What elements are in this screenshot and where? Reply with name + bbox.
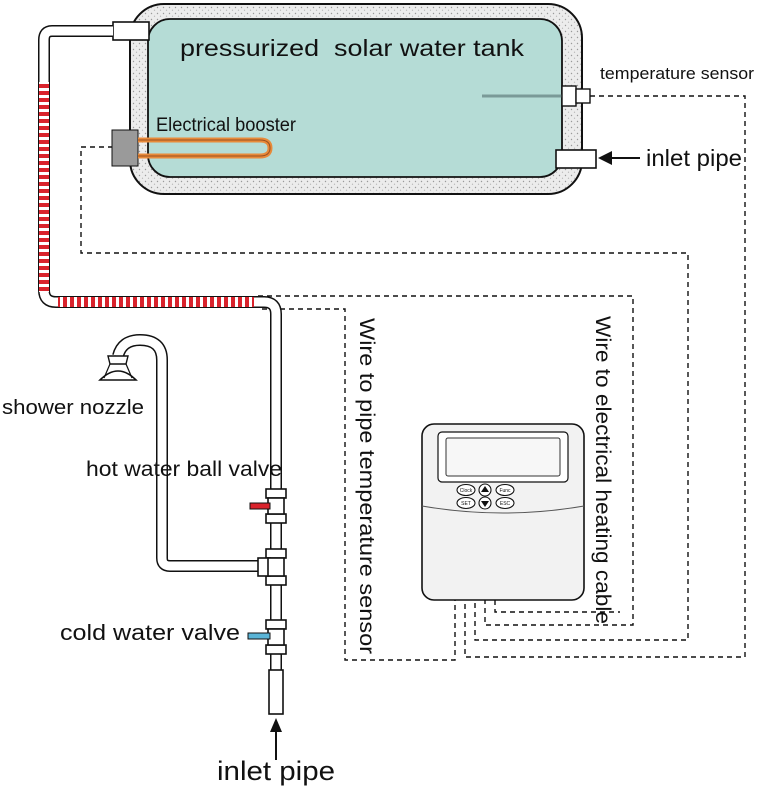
cold-valve-handle[interactable] [247,632,271,640]
heating-cable-horizontal [58,297,254,307]
piping [38,25,284,715]
up-arrow-icon [481,486,489,492]
inlet-arrow-top-icon [598,151,640,165]
esc-button[interactable] [495,496,515,510]
inlet-pipe-bottom-label: inlet pipe [217,756,335,786]
shower-nozzle-icon[interactable] [98,355,138,381]
down-arrow-icon [481,501,489,507]
cold-water-valve-label: cold water valve [60,620,240,645]
temperature-sensor-fitting [561,85,577,107]
wire-pipe-sensor-label: Wire to pipe temperature sensor [355,318,378,654]
temperature-sensor-label: temperature sensor [600,64,754,83]
electrical-booster-label: Electrical booster [156,115,297,136]
heating-cable-vertical [39,82,49,292]
solar-water-tank[interactable] [111,3,597,195]
inlet-arrow-bottom-icon [270,718,282,760]
tank-title: pressurized solar water tank [180,35,525,61]
func-button-label: Func [499,488,511,494]
wire-heating-cable-2 [494,600,620,613]
control-wires [80,95,746,661]
hot-water-ball-valve-label: hot water ball valve [86,458,282,481]
func-button[interactable] [495,483,515,497]
shower-nozzle-label: shower nozzle [2,397,144,419]
hot-water-ball-valve[interactable] [249,488,287,524]
esc-button-label: ESC [500,501,511,507]
wire-temperature-sensor [464,95,746,658]
wire-heating-cable [258,295,634,626]
clock-button[interactable] [456,483,476,497]
wire-electrical-booster [80,146,689,641]
wire-heating-cable-label: Wire to electrical heating cable [591,316,614,624]
solar-controller[interactable]: Clock SET Func ESC [421,423,585,601]
controller-display [445,437,561,477]
booster-head [111,129,139,167]
set-button-label: SET [461,501,471,507]
set-button[interactable] [456,496,476,510]
tank-outlet-stub [112,21,150,41]
inlet-pipe-top-label: inlet pipe [646,145,742,171]
clock-button-label: Clock [460,488,473,494]
controller-keypad: Clock SET Func ESC [456,483,515,510]
cold-water-valve[interactable] [247,619,287,655]
wire-pipe-temperature-sensor [262,308,456,661]
temperature-sensor-nut [575,88,591,104]
hot-valve-handle[interactable] [249,502,271,510]
tee-fitting [257,548,287,586]
tank-inlet-stub [555,149,597,169]
